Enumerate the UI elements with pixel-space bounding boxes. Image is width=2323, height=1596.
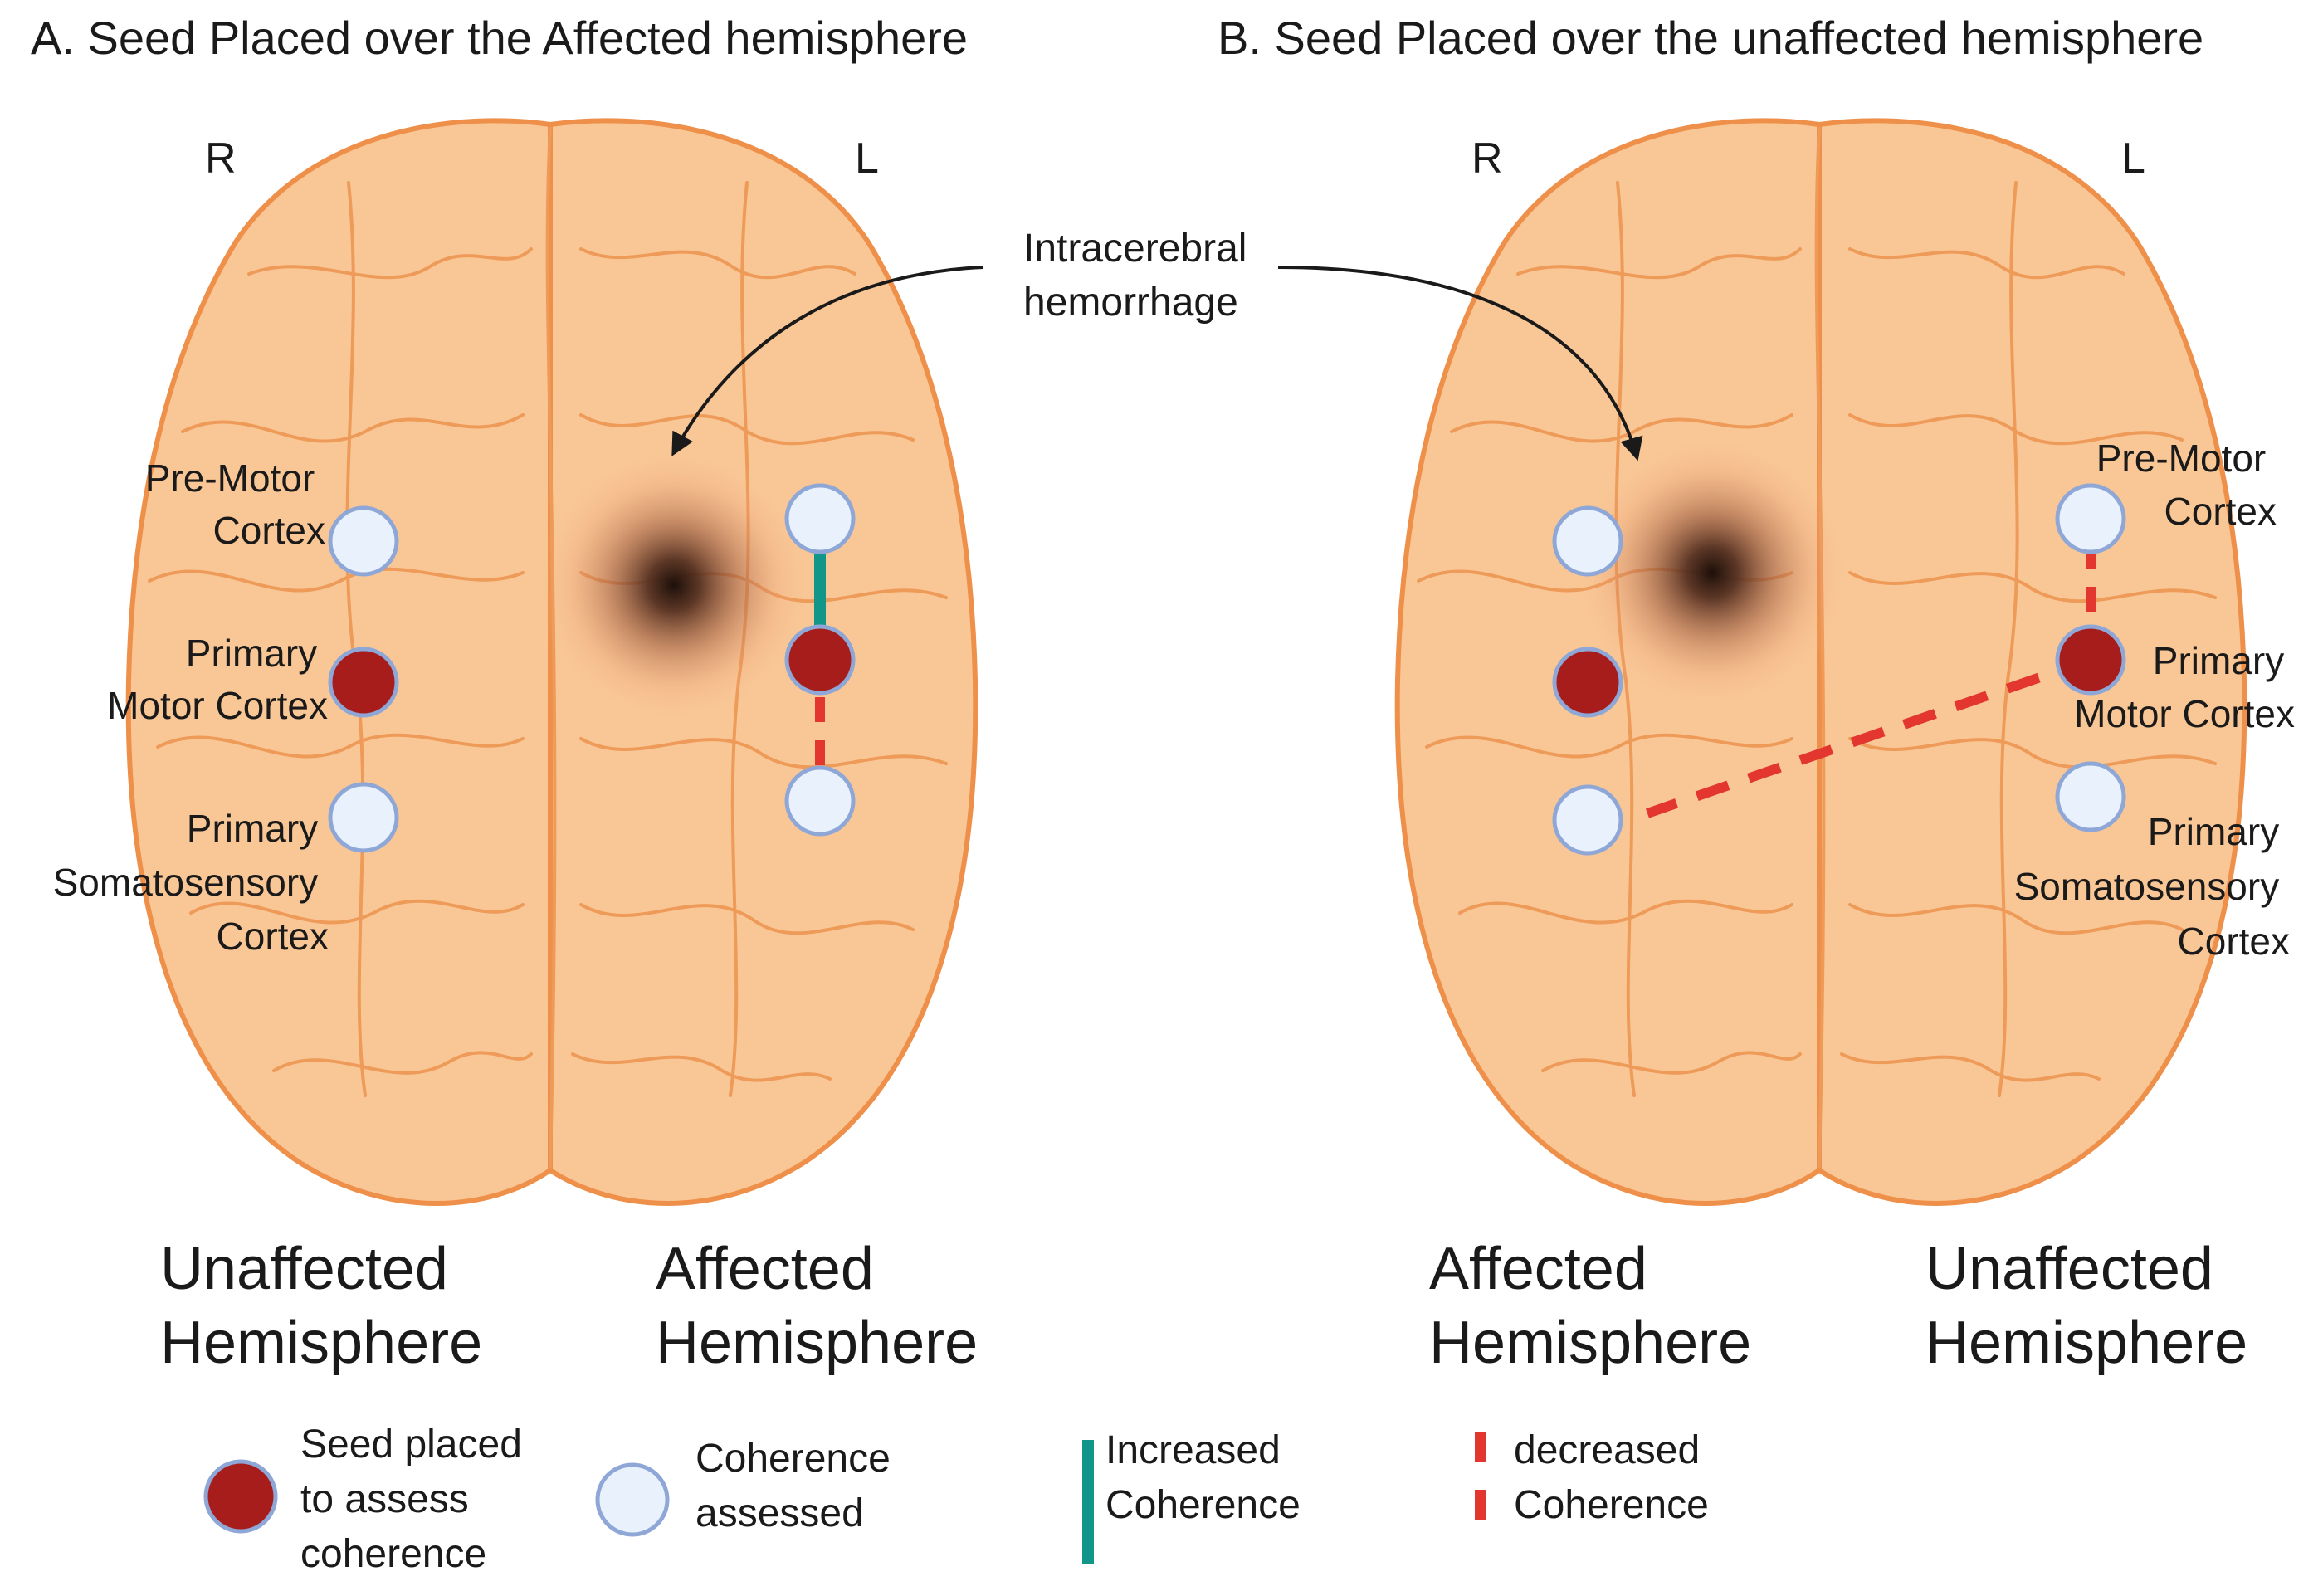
hemisphere-label-a-left: Unaffected Hemisphere <box>160 1236 482 1376</box>
hemorrhage-annotation: Intracerebral hemorrhage <box>671 227 1643 461</box>
hemisphere-label-b-right: Unaffected Hemisphere <box>1925 1236 2247 1376</box>
premotor-label-b: Pre-Motor Cortex <box>2096 437 2277 533</box>
brain-a <box>125 118 978 1206</box>
somatosensory-node-a-left <box>784 765 856 837</box>
motor-node-a-right <box>328 647 399 718</box>
premotor-node-b-right <box>1552 505 1623 577</box>
hemorrhage-a <box>533 444 815 726</box>
hemisphere-label-a-right: Affected Hemisphere <box>656 1236 978 1376</box>
legend: Seed placed to assess coherence Coherenc… <box>203 1423 1711 1576</box>
premotor-node-b-left <box>2055 483 2126 554</box>
seed-node-a <box>784 624 856 696</box>
brain-b-left-hemisphere <box>1817 118 2247 1206</box>
legend-seed-label: Seed placed to assess coherence <box>300 1423 533 1576</box>
hemisphere-label-b-left: Affected Hemisphere <box>1429 1236 1751 1376</box>
somatosensory-node-b-right <box>1552 784 1623 856</box>
motor-label-a: Primary Motor Cortex <box>107 632 328 727</box>
legend-assessed-label: Coherence assessed <box>695 1437 901 1535</box>
hemorrhage-arrow-a <box>671 266 984 456</box>
premotor-node-a-left <box>784 483 856 554</box>
legend-assessed-swatch <box>595 1462 670 1537</box>
hemorrhage-label: Intracerebral hemorrhage <box>1023 227 1258 325</box>
panel-b: B. Seed Placed over the unaffected hemis… <box>1218 12 2295 1376</box>
somatosensory-node-b-left <box>2055 761 2126 832</box>
premotor-label-a: Pre-Motor Cortex <box>145 456 325 552</box>
somatosensory-label-b: Primary Somatosensory Cortex <box>2014 810 2290 963</box>
legend-seed-swatch <box>203 1459 278 1534</box>
motor-node-b-right <box>1552 647 1623 718</box>
legend-increased-label: Increased Coherence <box>1105 1428 1301 1527</box>
legend-decreased-swatch-top <box>1475 1432 1486 1462</box>
panel-a: A. Seed Placed over the Affected hemisph… <box>31 12 978 1376</box>
somatosensory-node-a-right <box>328 782 399 853</box>
hemorrhage-arrow-b <box>1277 266 1643 461</box>
seed-node-b <box>2055 624 2126 696</box>
hemorrhage-b <box>1571 432 1853 714</box>
panel-b-title: B. Seed Placed over the unaffected hemis… <box>1218 12 2203 64</box>
premotor-node-a-right <box>328 505 399 577</box>
brain-a-gyri <box>148 127 948 1168</box>
motor-label-b: Primary Motor Cortex <box>2074 639 2295 735</box>
legend-increased-swatch <box>1082 1440 1094 1564</box>
somatosensory-label-a: Primary Somatosensory Cortex <box>53 807 329 958</box>
legend-decreased-swatch-bottom <box>1475 1490 1486 1520</box>
decreased-coherence-line-b-diagonal <box>1646 655 2092 818</box>
panel-a-title: A. Seed Placed over the Affected hemisph… <box>31 12 968 64</box>
legend-decreased-label: decreased Coherence <box>1514 1428 1711 1527</box>
panel-b-side-r: R <box>1471 134 1503 183</box>
panel-b-side-l: L <box>2121 134 2145 183</box>
panel-a-side-r: R <box>205 134 237 183</box>
panel-a-side-l: L <box>855 134 879 183</box>
